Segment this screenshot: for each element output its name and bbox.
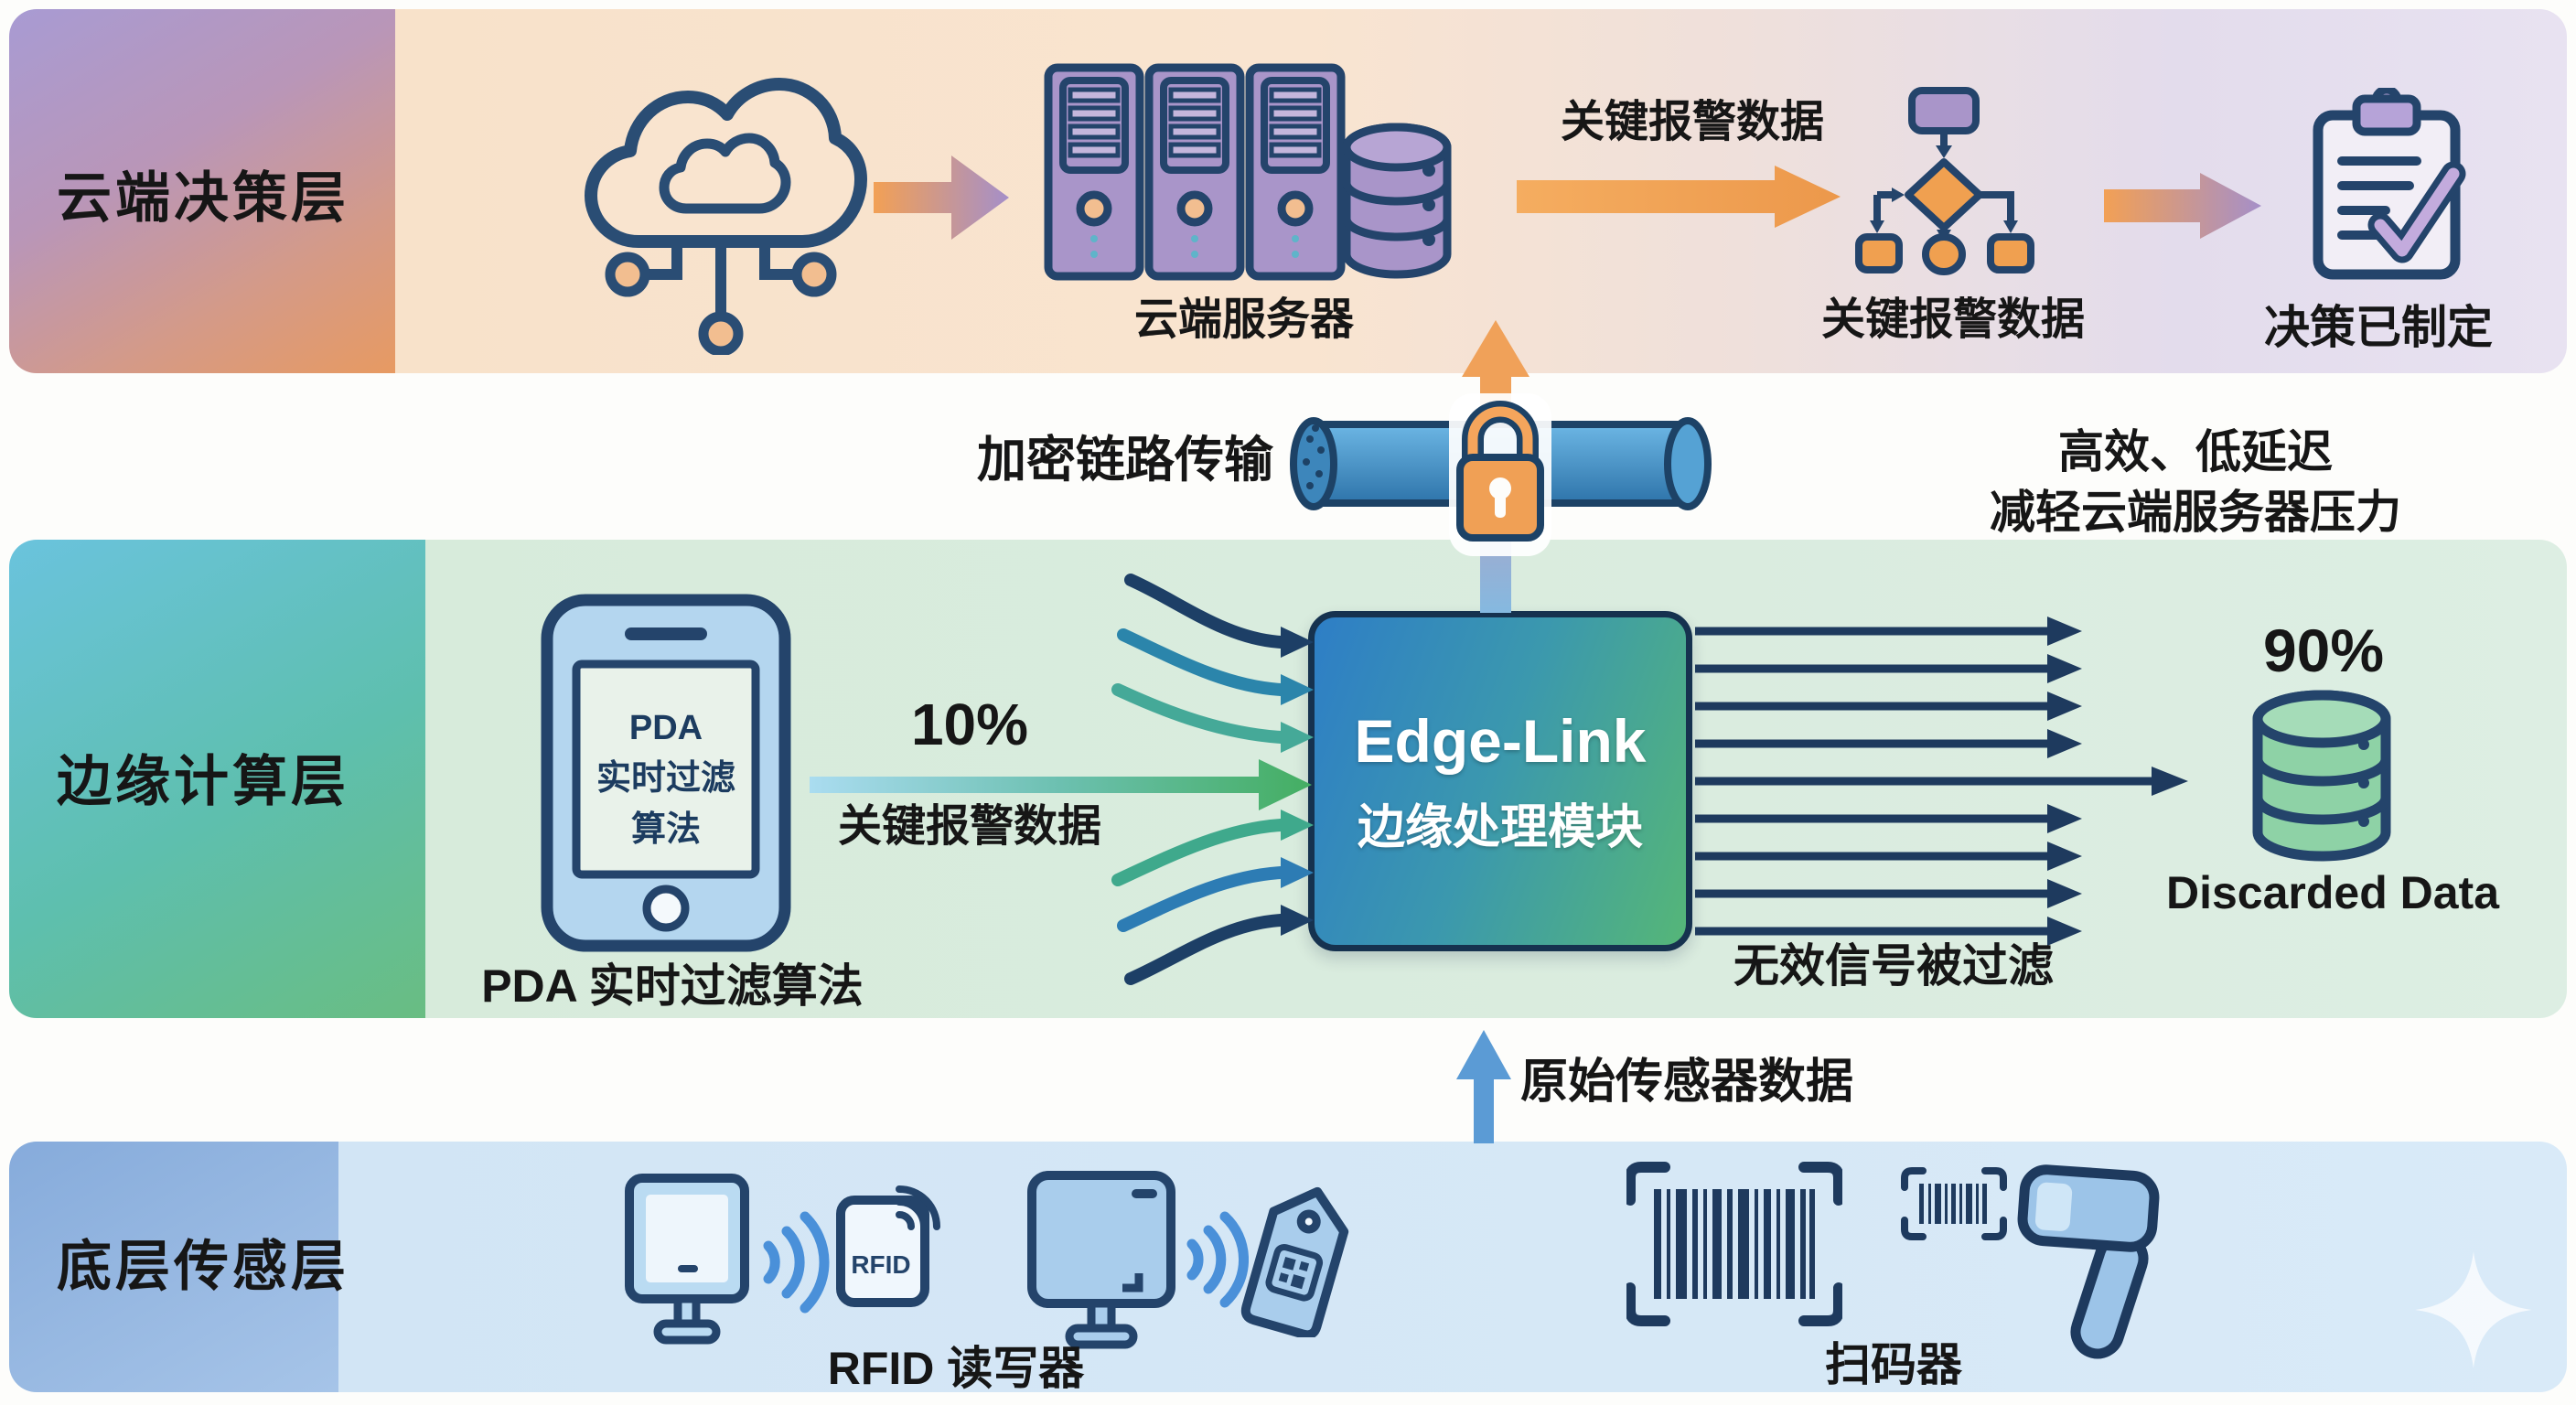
encrypted-link-caption: 加密链路传输 [977,433,1273,488]
raw-sensor-caption: 原始传感器数据 [1520,1056,1854,1109]
discarded-caption: Discarded Data [2165,867,2500,918]
discarded-database-icon [2252,690,2391,862]
edge-layer-title: 边缘计算层 [57,751,349,812]
lock-glow [1449,393,1551,556]
scanner-caption: 扫码器 [1825,1339,1962,1390]
rfid-tag-icon [1240,1186,1349,1337]
barcode-icon [1626,1162,1842,1326]
pda-caption: PDA 实时过滤算法 [481,960,864,1012]
edge-box-subtitle: 边缘处理模块 [1357,800,1643,854]
decision-caption: 决策已制定 [2264,302,2493,353]
barcode-small-icon [1901,1167,2007,1240]
wifi-waves-icon [763,1211,830,1314]
lock-keyhole [1489,477,1511,499]
lock-body [1456,454,1544,542]
sparkle-icon [2415,1251,2532,1368]
pda-screen-text: PDA 实时过滤 算法 [596,709,735,849]
rfid-monitor-icon [625,1174,749,1345]
rfid-monitor2-icon [1027,1171,1175,1349]
rfid-caption: RFID 读写器 [827,1343,1085,1394]
sensing-layer-title: 底层传感层 [57,1236,349,1297]
cloud-network-icon [585,78,867,355]
sensing-band-label-area [9,1142,338,1392]
rfid-card-icon: RFID [836,1185,940,1307]
edge-link-module-box: Edge-Link 边缘处理模块 [1308,611,1692,951]
server-caption: 云端服务器 [1133,295,1354,344]
percent-out-label: 90% [2262,617,2385,684]
edge-band-label-area [9,540,425,1018]
alarm-data-bottom-label: 关键报警数据 [1820,295,2085,344]
alarm-data-mid-label: 关键报警数据 [837,802,1101,851]
benefit-line1: 高效、低延迟 [2058,426,2333,477]
cloud-servers-icon [1044,63,1452,281]
alarm-data-top-label: 关键报警数据 [1560,98,1824,146]
filtered-caption: 无效信号被过滤 [1733,940,2054,992]
pda-phone-icon [541,594,791,952]
edge-computing-band [9,540,2567,1018]
benefit-line2: 减轻云端服务器压力 [1990,487,2401,538]
edge-box-title: Edge-Link [1354,706,1647,775]
lock-shackle [1462,401,1539,465]
flowchart-icon [1855,87,2034,275]
wifi-waves2-icon [1186,1211,1249,1308]
decision-clipboard-icon [2313,88,2466,280]
percent-in-label: 10% [910,692,1029,757]
cloud-layer-title: 云端决策层 [57,167,349,229]
cloud-band-label-area [9,9,395,373]
raw-sensor-up-arrow [1456,1030,1511,1143]
scanner-gun-icon [2017,1164,2160,1359]
encrypted-pipe-icon [1290,393,1712,556]
rfid-card-text: RFID [851,1250,910,1279]
